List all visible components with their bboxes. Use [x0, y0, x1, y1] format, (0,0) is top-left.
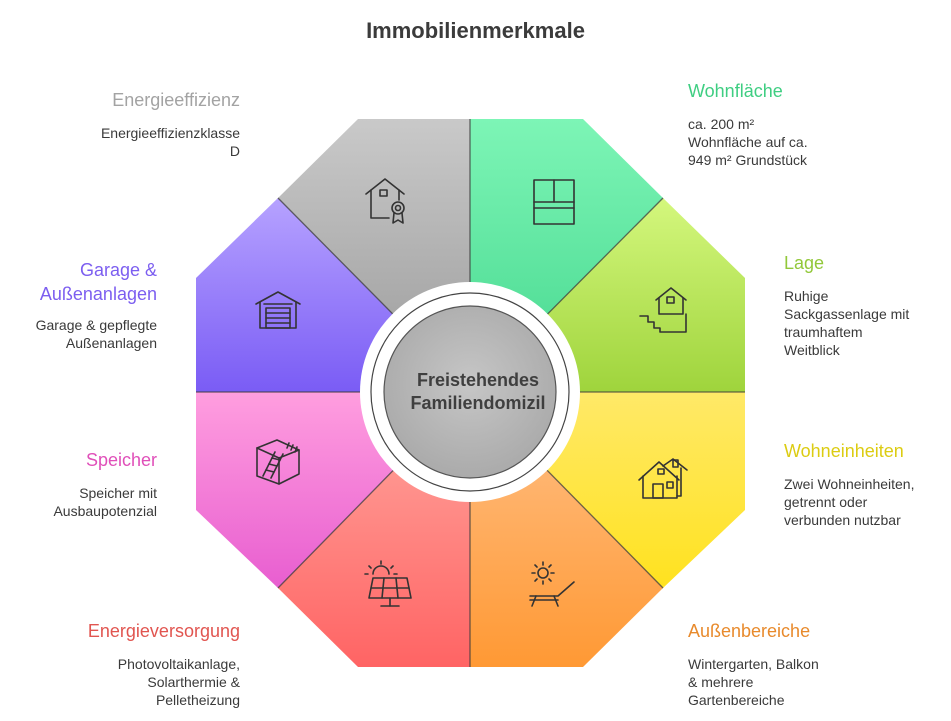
center-line-1: Freistehendes	[416, 370, 540, 390]
desc-energieeffizienz: Energieeffizienzklasse D	[40, 124, 240, 160]
desc-line: getrennt oder	[784, 494, 868, 510]
desc-line: traumhaftem	[784, 324, 863, 340]
label-lage: Lage	[784, 253, 825, 273]
desc-line: Speicher mit	[79, 485, 157, 501]
diagram-title: Immobilienmerkmale	[366, 18, 585, 43]
solar-panel-icon	[364, 560, 412, 607]
desc-line: Gartenbereiche	[688, 692, 785, 708]
two-unit-house-icon	[638, 458, 688, 499]
center-line-2: Familiendomizil	[410, 393, 546, 413]
desc-line: Photovoltaikanlage,	[117, 656, 240, 672]
floor-plan-icon	[533, 179, 575, 225]
desc-line: ca. 200 m²	[688, 116, 755, 132]
desc-line: Energieeffizienzklasse	[100, 125, 240, 141]
desc-wohneinheiten: Zwei Wohneinheiten, getrennt oder verbun…	[784, 475, 944, 529]
label-wohneinheiten: Wohneinheiten	[784, 441, 904, 461]
desc-line: & mehrere	[688, 674, 754, 690]
desc-speicher: Speicher mit Ausbaupotenzial	[0, 484, 157, 520]
desc-line: Ausbaupotenzial	[53, 503, 157, 519]
attic-ladder-icon	[256, 439, 300, 485]
desc-line: verbunden nutzbar	[784, 512, 901, 528]
label-energieversorgung: Energieversorgung	[87, 621, 240, 641]
center-label: Freistehendes Familiendomizil	[388, 369, 568, 415]
desc-line: Sackgassenlage mit	[784, 306, 910, 322]
desc-line: Solarthermie &	[147, 674, 240, 690]
sun-lounger-icon	[529, 561, 575, 607]
desc-garage: Garage & gepflegte Außenanlagen	[0, 316, 157, 352]
desc-line: Ruhige	[784, 288, 829, 304]
center-ring-outline	[370, 292, 570, 492]
desc-line: Zwei Wohneinheiten,	[784, 476, 915, 492]
desc-energieversorgung: Photovoltaikanlage, Solarthermie & Pelle…	[20, 655, 240, 709]
desc-line: 949 m² Grundstück	[688, 152, 808, 168]
label-energieeffizienz: Energieeffizienz	[112, 90, 240, 110]
label-garage: Garage & Außenanlagen	[0, 258, 157, 306]
label-garage-line-2: Außenanlagen	[39, 284, 157, 304]
house-on-hill-icon	[639, 287, 687, 333]
garage-icon	[255, 291, 301, 329]
label-speicher: Speicher	[85, 450, 157, 470]
desc-line: Pelletheizung	[155, 692, 240, 708]
desc-aussenbereiche: Wintergarten, Balkon & mehrere Gartenber…	[688, 655, 908, 709]
desc-wohnflaeche: ca. 200 m² Wohnfläche auf ca. 949 m² Gru…	[688, 115, 908, 169]
label-wohnflaeche: Wohnfläche	[688, 81, 783, 101]
desc-line: D	[229, 143, 240, 159]
desc-line: Weitblick	[784, 342, 840, 358]
house-certificate-icon	[365, 178, 405, 224]
desc-line: Wohnfläche auf ca.	[688, 134, 808, 150]
desc-line: Garage & gepflegte	[35, 317, 157, 333]
center-circle	[383, 305, 557, 479]
desc-line: Außenanlagen	[65, 335, 157, 351]
label-aussenbereiche: Außenbereiche	[688, 621, 811, 641]
label-garage-line-1: Garage &	[79, 260, 157, 280]
desc-lage: Ruhige Sackgassenlage mit traumhaftem We…	[784, 287, 944, 359]
desc-line: Wintergarten, Balkon	[688, 656, 819, 672]
